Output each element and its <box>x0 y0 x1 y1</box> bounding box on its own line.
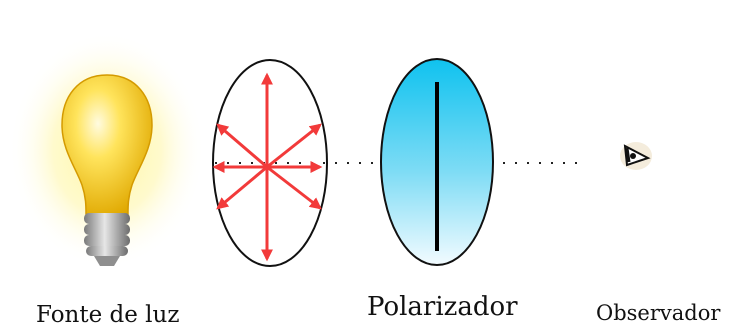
arrow-up-left <box>218 125 267 167</box>
light-bulb-icon <box>9 32 205 268</box>
observer-label: Observador <box>596 303 720 324</box>
eye-icon <box>620 142 652 170</box>
polarizer-label: Polarizador <box>367 294 518 320</box>
arrow-up-right <box>267 125 320 167</box>
arrow-down-left <box>218 167 267 208</box>
arrow-down-right <box>267 167 320 208</box>
light-source-label: Fonte de luz <box>36 304 179 327</box>
unpolarized-arrows <box>215 75 320 259</box>
